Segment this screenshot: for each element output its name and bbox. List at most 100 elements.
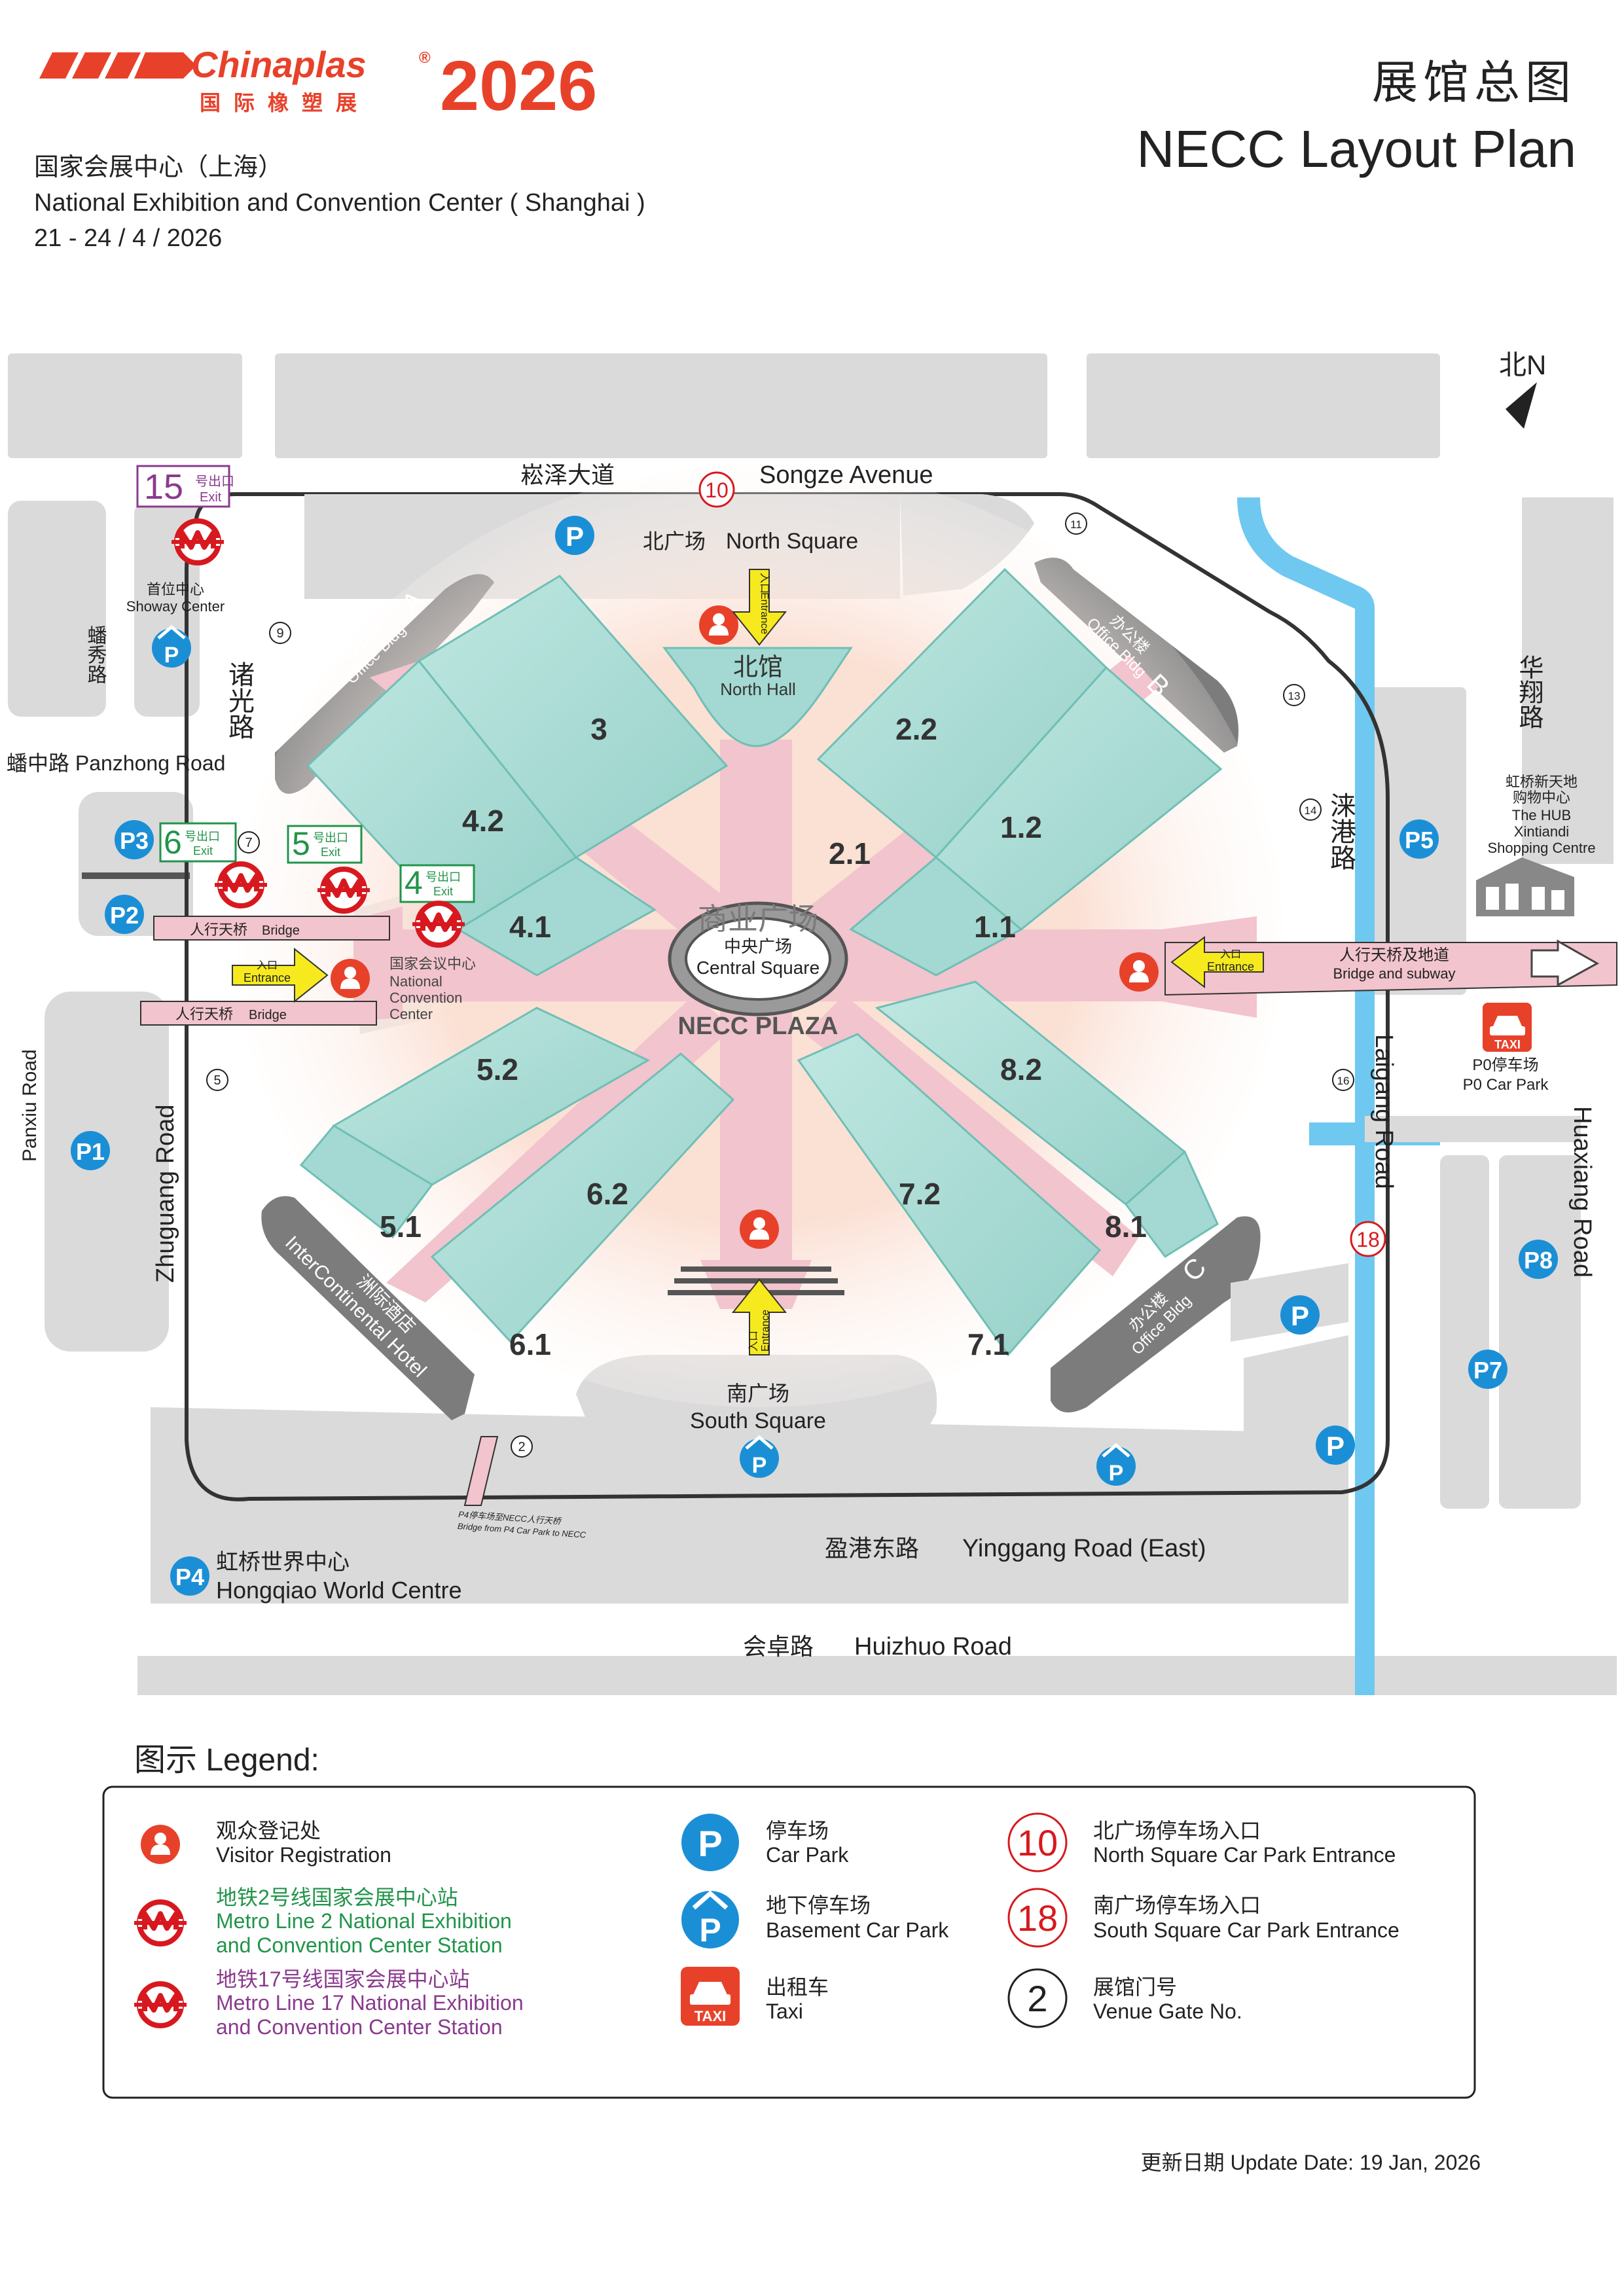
- gate-13-label: 13: [1288, 690, 1301, 702]
- gate-7[interactable]: 7: [238, 831, 260, 853]
- hall-1-2[interactable]: 1.2: [1000, 810, 1042, 844]
- hall-6-2[interactable]: 6.2: [586, 1177, 628, 1211]
- metro-2-icon-exit-5[interactable]: [317, 869, 370, 911]
- huaxiang-en: Huaxiang Road: [1568, 1106, 1596, 1278]
- car-park-p5[interactable]: P5: [1399, 819, 1439, 859]
- legend-basement-en: Basement Car Park: [766, 1918, 949, 1942]
- basement-car-park-showay[interactable]: P: [152, 624, 191, 668]
- hall-5-2[interactable]: 5.2: [477, 1052, 518, 1086]
- legend-visitor-icon: [141, 1825, 180, 1864]
- chinaplas-logo[interactable]: Chinaplas ® 国际橡塑展 2026: [39, 44, 597, 125]
- legend-metro2-cn: 地铁2号线国家会展中心站: [216, 1886, 458, 1909]
- legend-south-entrance-number: 18: [1017, 1897, 1058, 1939]
- block-n: [275, 353, 1047, 458]
- car-park-p2[interactable]: P2: [105, 895, 144, 934]
- metro-17-icon-showay[interactable]: [171, 521, 224, 563]
- car-park-se-1[interactable]: P: [1280, 1295, 1320, 1335]
- legend-box: [102, 1785, 1476, 2099]
- hall-2-2[interactable]: 2.2: [895, 712, 937, 746]
- gate-13[interactable]: 13: [1283, 684, 1305, 706]
- hall-1-1[interactable]: 1.1: [974, 910, 1016, 944]
- p0-cn: P0停车场: [1472, 1056, 1538, 1074]
- legend-gate-number: 2: [1027, 1978, 1047, 2019]
- hall-6-1[interactable]: 6.1: [509, 1327, 551, 1361]
- west-entrance-cn: 入口: [257, 960, 278, 971]
- exit-15[interactable]: 15 号出口 Exit: [136, 465, 234, 508]
- exit-4[interactable]: 4 号出口 Exit: [399, 864, 475, 903]
- north-square-cn: 北广场: [643, 529, 706, 553]
- car-park-north[interactable]: P: [555, 516, 594, 555]
- venue-chinese: 国家会展中心（上海）: [34, 154, 283, 181]
- car-park-entrance-10[interactable]: 10: [698, 471, 735, 508]
- car-park-entrance-18[interactable]: 18: [1350, 1221, 1386, 1257]
- hall-3[interactable]: 3: [590, 712, 607, 746]
- car-park-se-2[interactable]: P: [1316, 1426, 1355, 1465]
- hall-5-1[interactable]: 5.1: [380, 1210, 422, 1244]
- legend-north-entrance-en: North Square Car Park Entrance: [1093, 1843, 1396, 1867]
- metro-2-icon-exit-6[interactable]: [215, 864, 267, 906]
- gate-11[interactable]: 11: [1065, 512, 1087, 535]
- car-park-p3[interactable]: P3: [115, 820, 154, 859]
- legend-visitor-en: Visitor Registration: [216, 1843, 391, 1867]
- north-square-en: North Square: [726, 529, 858, 554]
- ncc-en-1: National: [389, 973, 442, 990]
- gate-2[interactable]: 2: [511, 1435, 533, 1458]
- legend-gate-cn: 展馆门号: [1093, 1975, 1177, 1999]
- title-chinese: 展馆总图: [1372, 57, 1576, 108]
- gate-9[interactable]: 9: [269, 622, 291, 644]
- legend-north-entrance-cn: 北广场停车场入口: [1093, 1819, 1261, 1842]
- north-entrance[interactable]: 入口 Entrance: [731, 569, 787, 646]
- plaza-cn: 商业广场: [698, 902, 818, 936]
- p0-en: P0 Car Park: [1463, 1076, 1549, 1094]
- visitor-registration-east-icon[interactable]: [1119, 952, 1159, 992]
- basement-car-park-south[interactable]: P: [740, 1435, 779, 1478]
- car-park-p1[interactable]: P1: [71, 1131, 110, 1170]
- hall-4-2[interactable]: 4.2: [462, 804, 504, 838]
- basement-car-park-se[interactable]: P: [1096, 1443, 1136, 1486]
- office-building-c: [1051, 1216, 1261, 1412]
- north-hall: [662, 647, 853, 747]
- exit-4-cn: 号出口: [425, 870, 461, 884]
- hall-7-1[interactable]: 7.1: [967, 1327, 1009, 1361]
- north-entrance-cn: 入口: [759, 573, 770, 594]
- south-entrance[interactable]: 入口 Entrance: [731, 1278, 787, 1355]
- hall-4-1[interactable]: 4.1: [509, 910, 551, 944]
- north-hall-cn: 北馆: [733, 654, 783, 681]
- bridge-2-cn: 人行天桥: [175, 1006, 233, 1022]
- legend-carpark-cn: 停车场: [766, 1819, 829, 1842]
- svg-text:P: P: [699, 1912, 721, 1948]
- visitor-registration-south-icon[interactable]: [740, 1210, 779, 1249]
- hall-7-2[interactable]: 7.2: [899, 1177, 941, 1211]
- exit-5[interactable]: 5 号出口 Exit: [287, 825, 363, 864]
- block-p1: [45, 992, 169, 1352]
- gate-14[interactable]: 14: [1299, 798, 1322, 821]
- car-parks: P P3 P2 P1 P4 P5 P7 P8 P P P P P: [71, 516, 1558, 1596]
- hall-8-1[interactable]: 8.1: [1105, 1210, 1147, 1244]
- visitor-registration-west-icon[interactable]: [331, 959, 370, 998]
- east-entrance[interactable]: 入口 Entrance: [1170, 935, 1264, 989]
- car-park-p8[interactable]: P8: [1519, 1240, 1558, 1279]
- gate-16[interactable]: 16: [1332, 1069, 1354, 1091]
- car-park-p7[interactable]: P7: [1468, 1350, 1507, 1389]
- update-date: 更新日期 Update Date: 19 Jan, 2026: [1141, 2151, 1481, 2174]
- west-entrance[interactable]: 入口 Entrance: [232, 947, 329, 1003]
- south-entrance-cn: 入口: [748, 1331, 759, 1352]
- bridge-2-en: Bridge: [249, 1008, 287, 1022]
- hall-2-1[interactable]: 2.1: [829, 836, 871, 870]
- exit-6[interactable]: 6 号出口 Exit: [159, 822, 237, 863]
- gate-5-label: 5: [213, 1073, 221, 1088]
- exit-15-en: Exit: [200, 490, 222, 505]
- legend-car-park-icon: P: [681, 1814, 739, 1871]
- gate-5[interactable]: 5: [206, 1069, 228, 1091]
- hall-8-2[interactable]: 8.2: [1000, 1052, 1042, 1086]
- hall-labels: 3 4.2 4.1 2.2 2.1 1.2 1.1 5.2 5.1 6.2 6.…: [380, 712, 1147, 1361]
- metro-17-icon-exit-4[interactable]: [412, 903, 465, 945]
- taxi-p0[interactable]: TAXI: [1483, 1003, 1532, 1052]
- legend-basement-icon: P: [681, 1890, 739, 1948]
- block-panxiu-north: [8, 501, 106, 717]
- zhuguang-en: Zhuguang Road: [152, 1104, 179, 1283]
- venue-english: National Exhibition and Convention Cente…: [34, 189, 645, 217]
- laigang-en: Laigang Road: [1370, 1034, 1398, 1189]
- svg-text:P: P: [1109, 1461, 1124, 1486]
- car-park-p4[interactable]: P4: [170, 1556, 209, 1596]
